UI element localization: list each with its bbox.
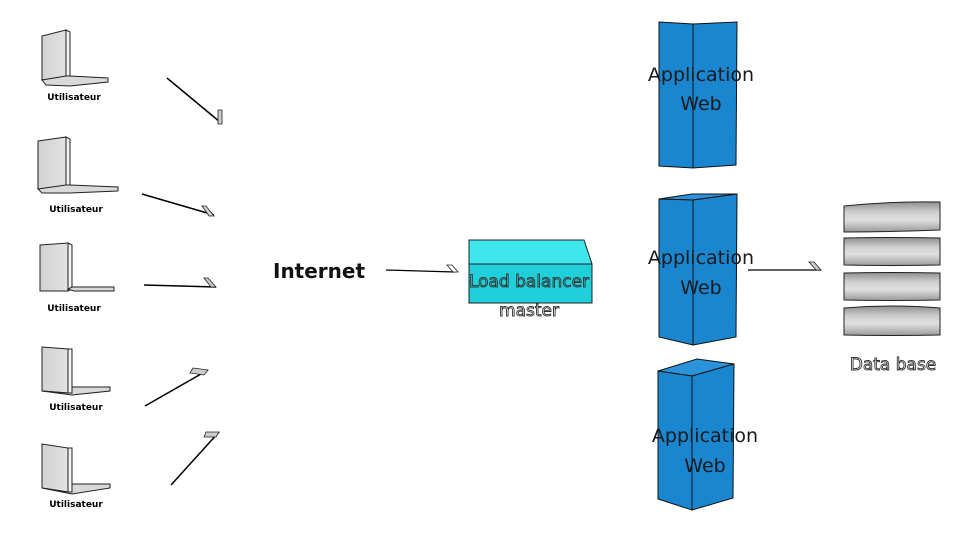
- load-balancer: Load balancer master: [468, 239, 593, 321]
- app-server-1: Application Web: [648, 21, 754, 169]
- app-server-label: Application: [652, 425, 758, 447]
- user-1: Utilisateur: [41, 29, 109, 103]
- connector-user-4: [144, 367, 209, 407]
- user-label: Utilisateur: [49, 500, 103, 510]
- database: Data base: [843, 201, 941, 375]
- arrowhead-icon: [446, 264, 459, 273]
- server-tower-icon: [657, 358, 735, 511]
- user-4: Utilisateur: [41, 346, 111, 413]
- user-label: Utilisateur: [49, 205, 103, 215]
- user-label: Utilisateur: [47, 93, 101, 103]
- internet-label: Internet: [273, 259, 365, 283]
- user-5: Utilisateur: [41, 443, 111, 510]
- connector-user-3: [143, 277, 217, 288]
- app-server-label: Application: [648, 247, 754, 269]
- user-terminal-icon: [39, 242, 115, 292]
- load-balancer-box-icon: [468, 239, 593, 304]
- load-balancer-label: Load balancer: [469, 272, 589, 292]
- connector-user-5: [170, 431, 220, 486]
- user-terminal-icon: [41, 443, 111, 495]
- arrowhead-icon: [808, 261, 822, 271]
- arrowhead-icon: [203, 431, 220, 438]
- arrowhead-icon: [189, 367, 209, 376]
- app-server-2: Application Web: [648, 193, 754, 346]
- connector-app-to-database: [748, 261, 822, 271]
- app-server-sublabel: Web: [680, 93, 721, 115]
- user-2: Utilisateur: [36, 136, 119, 215]
- user-label: Utilisateur: [49, 403, 103, 413]
- app-server-sublabel: Web: [684, 455, 725, 477]
- database-label: Data base: [850, 355, 937, 375]
- connector-user-1: [166, 77, 223, 125]
- app-server-label: Application: [648, 64, 754, 86]
- user-terminal-icon: [41, 29, 109, 87]
- connector-internet-to-load-balancer: [385, 264, 459, 273]
- database-disk-stack-icon: [843, 201, 941, 336]
- arrowhead-icon: [217, 109, 223, 125]
- app-server-sublabel: Web: [680, 277, 721, 299]
- user-label: Utilisateur: [47, 304, 101, 314]
- connector-user-2: [141, 193, 215, 217]
- load-balancer-sublabel: master: [499, 301, 559, 321]
- user-terminal-icon: [41, 346, 111, 396]
- user-terminal-icon: [36, 136, 119, 194]
- arrowhead-icon: [203, 277, 217, 288]
- arrowhead-icon: [201, 205, 215, 217]
- server-tower-icon: [658, 193, 738, 346]
- user-3: Utilisateur: [39, 242, 115, 314]
- server-tower-icon: [658, 21, 738, 169]
- app-server-3: Application Web: [652, 358, 758, 511]
